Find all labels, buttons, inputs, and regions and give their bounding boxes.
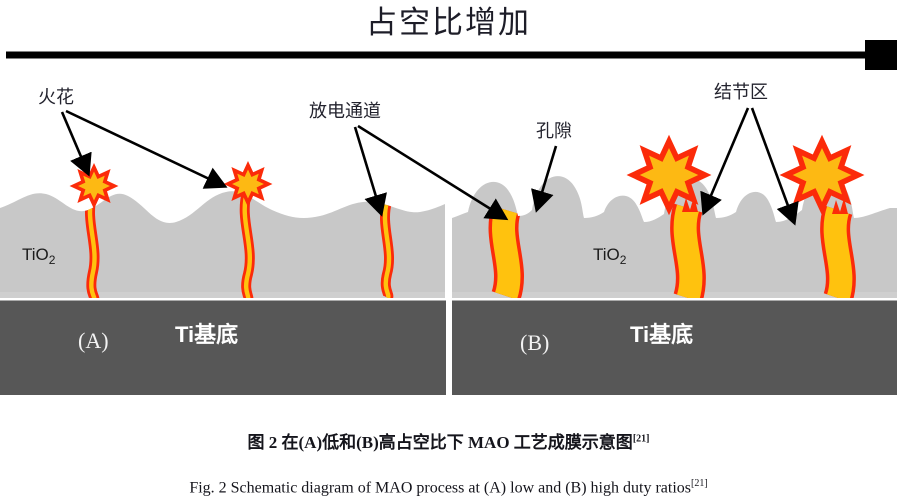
figure-title: 占空比增加 [366,5,531,40]
caption-english: Fig. 2 Schematic diagram of MAO process … [0,478,897,497]
mao-schematic-scene: TiO2 (A) Ti基底 [0,82,897,395]
panel-a-substrate [0,300,446,395]
annotation-pore: 孔隙 [531,121,572,213]
annotation-spark-label: 火花 [38,87,74,107]
annotation-nodular-leader-2 [750,107,799,226]
caption-chinese-ref: [21] [632,433,650,445]
duty-ratio-direction-arrow [6,40,897,70]
annotation-spark-leader-2 [65,109,228,189]
annotation-nodular-zone-label: 结节区 [714,82,768,102]
caption-chinese: 图 2 在(A)低和(B)高占空比下 MAO 工艺成膜示意图[21] [0,428,897,453]
panel-b-substrate-label: Ti基底 [630,322,693,347]
panel-b-tag: (B) [520,330,549,355]
annotation-channel-leader-1 [353,126,387,217]
annotation-pore-label: 孔隙 [536,121,572,141]
panel-a-coating-layer [0,191,445,300]
panel-a-sparks [69,160,273,210]
annotation-spark: 火花 [38,87,228,189]
panel-a-discharge-channels [84,191,395,303]
panel-b-coating-label: TiO2 [593,245,627,267]
panel-b-substrate [452,300,897,395]
annotation-nodular-leader-1 [700,107,750,216]
annotation-nodular-zone: 结节区 [700,82,799,226]
panel-a-substrate-label: Ti基底 [175,322,238,347]
panel-b: TiO2 (B) Ti基底 [452,134,897,395]
panel-a-coating-label: TiO2 [22,245,56,267]
annotation-pore-leader [531,145,558,213]
annotation-discharge-channel-label: 放电通道 [309,101,381,121]
annotation-channel-leader-2 [357,124,509,221]
caption-chinese-text: 图 2 在(A)低和(B)高占空比下 MAO 工艺成膜示意图 [247,433,633,452]
annotation-discharge-channel: 放电通道 [309,101,509,221]
caption-english-ref: [21] [691,478,708,489]
panel-a: TiO2 (A) Ti基底 [0,160,446,395]
caption-english-text: Fig. 2 Schematic diagram of MAO process … [189,479,691,497]
panel-b-sparks [626,134,865,216]
panel-a-tag: (A) [78,328,109,353]
annotation-spark-leader-1 [60,111,92,177]
